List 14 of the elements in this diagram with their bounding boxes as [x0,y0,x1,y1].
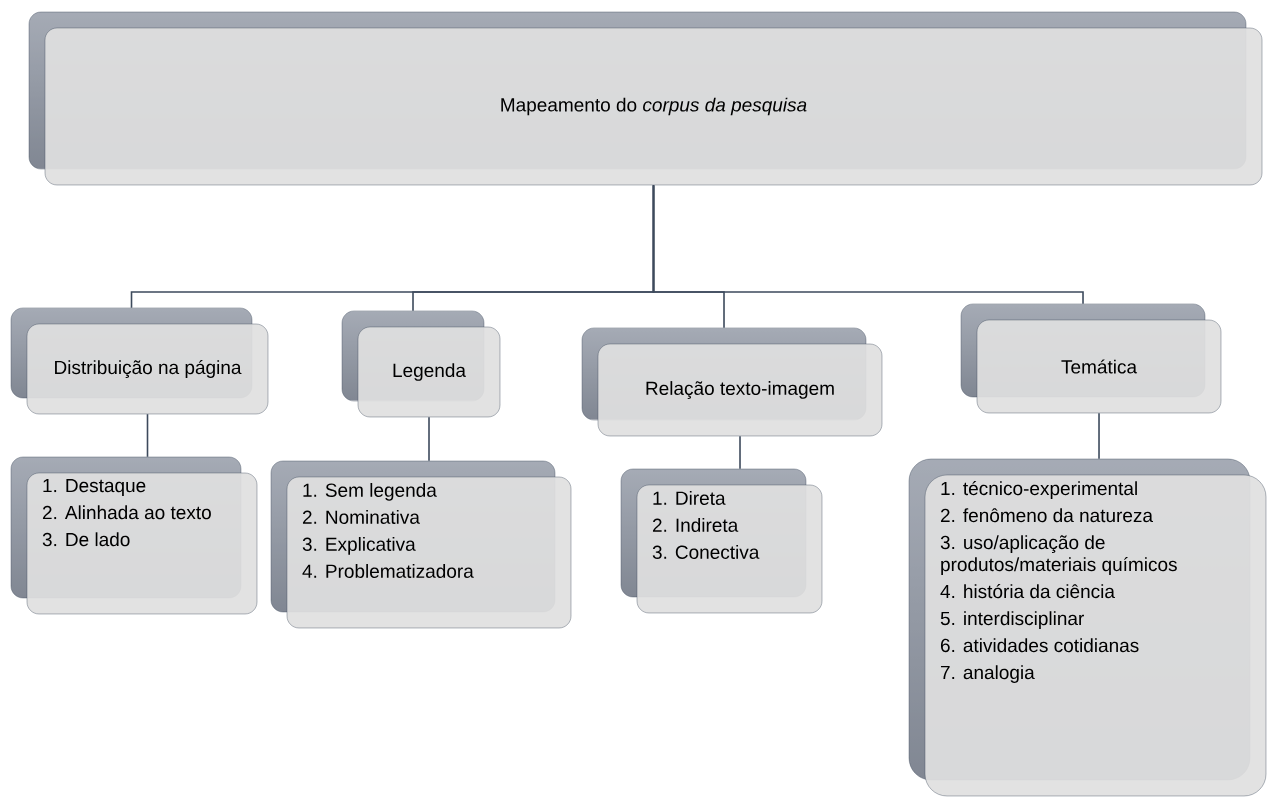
list-box: 1. Sem legenda 2. Nominativa 3. Explicativa 4. Problematizadora [270,460,572,629]
heading-box: Mapeamento do corpus da pesquisa [28,11,1263,186]
list-box: 1. técnico-experimental 2. fenômeno da natureza 3. uso/aplicação de produtos/materiais químicos 4. história da ciência 5. interdisciplinar 6. atividades cotidianas 7. analogia [908,458,1267,797]
list-box: 1. Destaque 2. Alinhada ao texto 3. De lado [10,456,258,615]
connector-line [428,416,430,462]
category-box: Legenda [341,310,501,418]
category-box: Temática [960,303,1222,414]
connector-line [739,435,741,470]
connector-line [652,184,1084,305]
category-box: Distribuição na página [10,307,269,415]
connector-line [1098,412,1100,460]
category-box: Relação texto-imagem [581,327,883,437]
list-box: 1. Direta 2. Indireta 3. Conectiva [620,468,823,614]
connector-line [146,413,149,458]
